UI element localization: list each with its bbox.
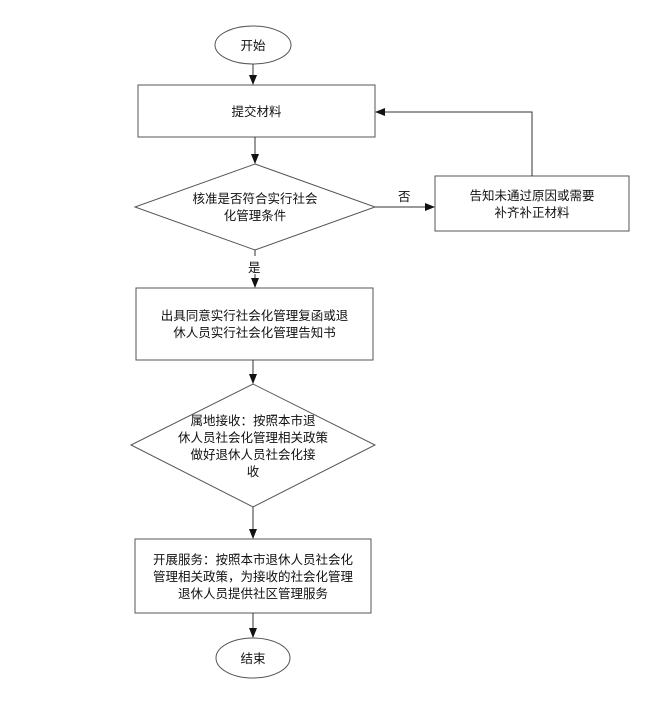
check-node: 核准是否符合实行社会 化管理条件 — [165, 180, 345, 234]
issue-node-line-1: 出具同意实行社会化管理复函或退 — [160, 308, 349, 323]
submit-node: 提交材料 — [138, 85, 375, 137]
edge-label-no: 否 — [398, 189, 411, 204]
end-node-shape — [215, 637, 291, 679]
service-node-line-1: 开展服务：按照本市退休人员社会化 — [152, 551, 353, 567]
notify-node-line-1: 告知未通过原因或需要 — [469, 187, 595, 203]
receive-node-line-3: 做好退休人员社会化接 — [190, 447, 316, 462]
service-node: 开展服务：按照本市退休人员社会化 管理相关政策，为接收的社会化管理 退休人员提供… — [135, 539, 371, 613]
receive-node-line-1: 属地接收：按照本市退 — [190, 413, 316, 428]
start-node: 开始 — [215, 26, 291, 64]
service-node-line-2: 管理相关政策，为接收的社会化管理 — [152, 568, 353, 584]
receive-node-line-4: 收 — [246, 464, 260, 479]
check-node-line-1: 核准是否符合实行社会 — [192, 191, 318, 206]
receive-node: 属地接收：按照本市退 休人员社会化管理相关政策 做好退休人员社会化接 收 — [168, 410, 338, 482]
notify-node-line-2: 补齐补正材料 — [494, 204, 570, 220]
notify-node: 告知未通过原因或需要 补齐补正材料 — [435, 176, 629, 231]
edge-notify-submit — [375, 108, 533, 176]
end-node: 结束 — [216, 638, 290, 678]
edge-label-yes: 是 — [248, 260, 261, 275]
receive-node-line-2: 休人员社会化管理相关政策 — [177, 430, 328, 445]
issue-node-line-2: 休人员实行社会化管理告知书 — [173, 325, 336, 340]
start-node-label: 开始 — [240, 37, 266, 53]
issue-node: 出具同意实行社会化管理复函或退 休人员实行社会化管理告知书 — [136, 288, 373, 360]
service-node-line-3: 退休人员提供社区管理服务 — [177, 585, 328, 601]
issue-node-shape — [135, 287, 374, 361]
end-node-label: 结束 — [240, 650, 266, 666]
submit-node-label: 提交材料 — [231, 103, 282, 119]
check-node-line-2: 化管理条件 — [223, 208, 287, 223]
